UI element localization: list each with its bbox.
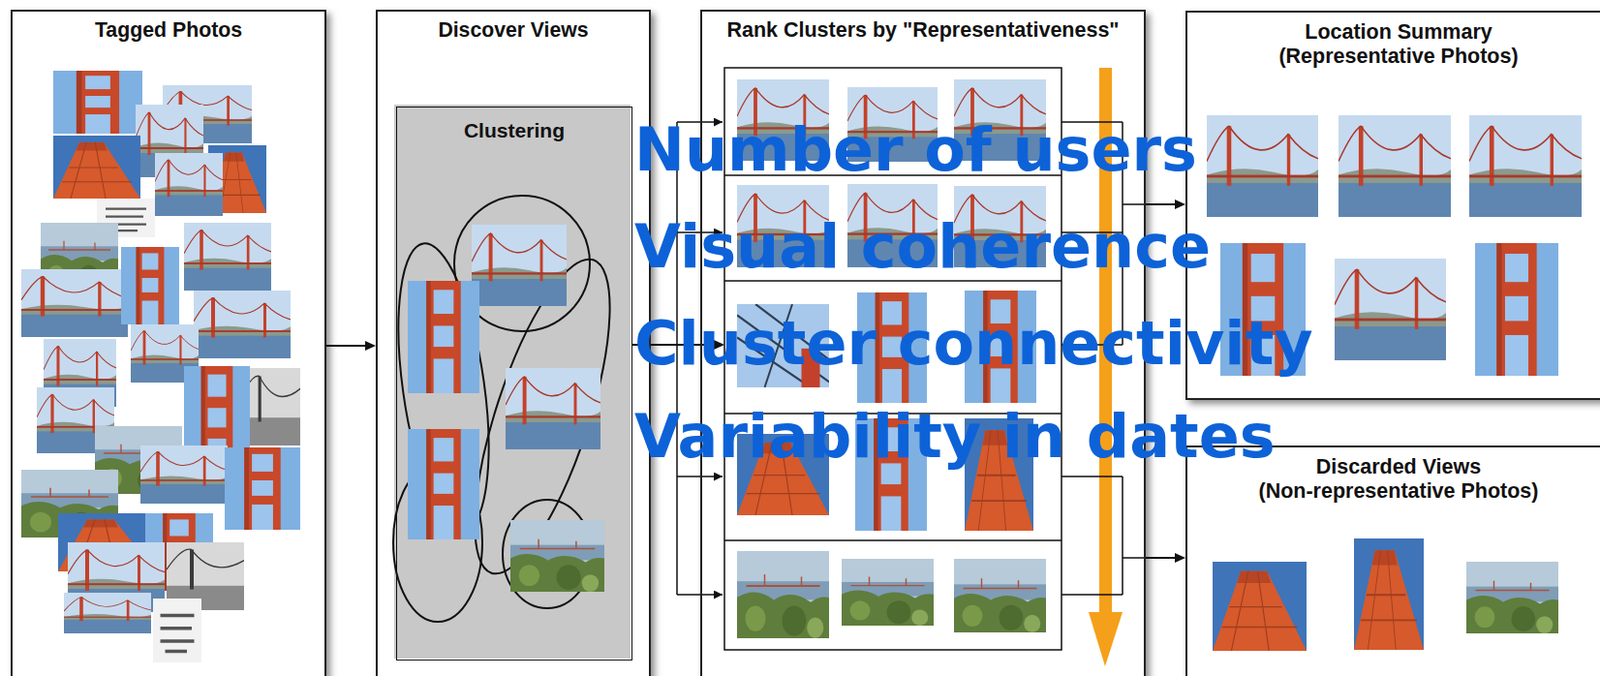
photo	[510, 520, 605, 592]
photo	[53, 70, 143, 134]
panel-title: Discover Views	[377, 18, 649, 42]
photo	[841, 558, 934, 626]
photo	[121, 246, 180, 325]
photo	[1469, 115, 1582, 217]
arrow-head	[1174, 553, 1186, 563]
panel-box: Tagged Photos	[10, 9, 327, 676]
bracket	[1061, 476, 1146, 595]
flow-line	[326, 344, 367, 347]
photo	[953, 558, 1047, 633]
flow-arrow	[1145, 199, 1186, 210]
photo	[224, 447, 301, 530]
photo	[1353, 538, 1424, 650]
panel-title: Location Summary	[1187, 20, 1600, 45]
cluster-photos	[407, 224, 605, 592]
panel-title: Clustering	[397, 119, 632, 143]
photo	[505, 368, 601, 450]
overlay-label: Number of users	[634, 120, 1198, 181]
photo	[1338, 115, 1451, 217]
panel-title: (Non-representative Photos)	[1187, 479, 1600, 504]
flow-arrow	[1145, 553, 1186, 563]
arrow-head	[1174, 199, 1186, 210]
panel-box: Discarded Views(Non-representative Photo…	[1185, 445, 1600, 676]
photo	[1206, 115, 1319, 217]
photo	[140, 445, 228, 504]
photo	[53, 135, 141, 199]
photo	[21, 269, 128, 338]
photo	[407, 280, 480, 394]
flow-line	[1145, 556, 1176, 559]
flow-arrow	[326, 340, 376, 351]
discarded-photos	[1212, 538, 1559, 651]
photo	[1475, 243, 1559, 376]
photo	[193, 290, 291, 359]
photo	[737, 551, 830, 639]
photo	[407, 429, 480, 540]
panel-title: (Representative Photos)	[1187, 44, 1600, 69]
flow-line	[1145, 203, 1176, 206]
overlay-label: Variability in dates	[634, 406, 1276, 467]
photo	[1212, 561, 1307, 651]
photo	[1466, 561, 1559, 634]
tagged-photo-collage	[21, 70, 301, 663]
photo	[1334, 258, 1447, 361]
photo	[184, 222, 272, 291]
photo	[471, 224, 567, 307]
panel-title: Tagged Photos	[12, 18, 325, 43]
panel-title: Rank Clusters by "Representativeness"	[702, 18, 1144, 43]
rank-arrow-head	[1088, 612, 1123, 667]
panel-box: Discover ViewsClustering	[375, 9, 651, 676]
photo	[154, 153, 223, 216]
overlay-label: Cluster connectivity	[634, 313, 1314, 374]
photo	[153, 598, 202, 663]
cluster-box: Clustering	[396, 106, 633, 661]
photo	[63, 592, 152, 634]
cluster-ground	[394, 104, 631, 659]
cluster-ellipses	[383, 195, 639, 622]
overlay-label: Visual coherence	[634, 216, 1211, 277]
arrow-head	[365, 340, 376, 351]
